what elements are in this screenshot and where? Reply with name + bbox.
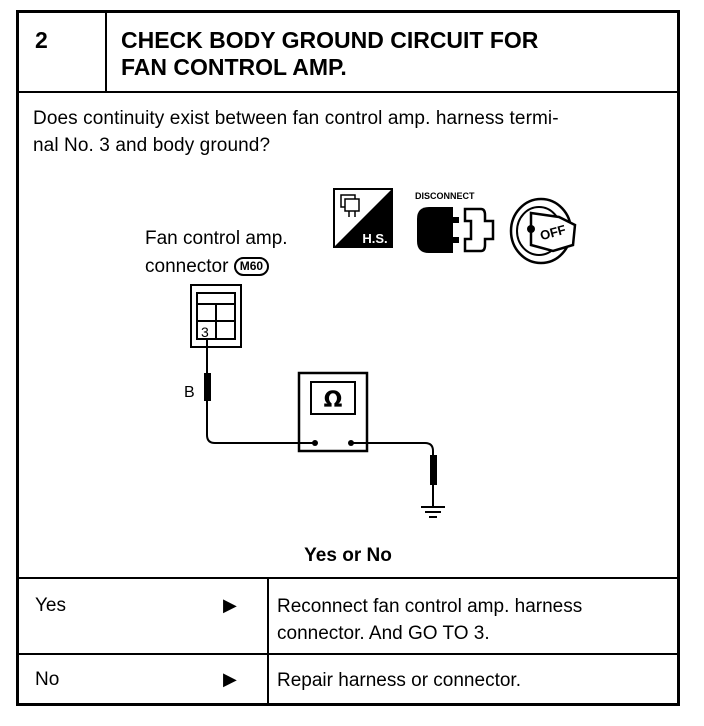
step-title: CHECK BODY GROUND CIRCUIT FOR FAN CONTRO… — [121, 27, 661, 81]
action-no: Repair harness or connector. — [277, 667, 667, 694]
question-text: Does continuity exist between fan contro… — [33, 105, 673, 159]
question-line1: Does continuity exist between fan contro… — [33, 108, 559, 129]
result-prompt: Yes or No — [304, 545, 392, 566]
terminal-number: 3 — [201, 324, 209, 340]
answer-no: No — [35, 669, 60, 690]
action-yes: Reconnect fan control amp. harness conne… — [277, 593, 667, 647]
ground-symbol-icon — [421, 506, 445, 518]
step-title-line1: CHECK BODY GROUND CIRCUIT FOR — [121, 27, 539, 53]
action-yes-line2: connector. And GO TO 3. — [277, 623, 490, 644]
hs-icon-label: H.S. — [362, 231, 387, 246]
connector-label: Fan control amp. connector M60 — [145, 225, 288, 281]
hs-icon — [333, 188, 393, 248]
off-icon-label: OFF — [538, 222, 567, 243]
disconnect-icon-label: DISCONNECT — [415, 191, 475, 201]
question-line2: nal No. 3 and body ground? — [33, 135, 271, 156]
action-no-line1: Repair harness or connector. — [277, 670, 521, 691]
connector-label-line2: connector — [145, 256, 229, 277]
step-number: 2 — [19, 13, 107, 91]
ground-probe-icon — [430, 455, 437, 485]
step-header: 2 CHECK BODY GROUND CIRCUIT FOR FAN CONT… — [19, 13, 677, 93]
connector-id-badge: M60 — [233, 257, 270, 276]
action-yes-line1: Reconnect fan control amp. harness — [277, 596, 583, 617]
disconnect-icon — [417, 207, 495, 253]
connector-label-line1: Fan control amp. — [145, 228, 288, 249]
answer-yes: Yes — [35, 595, 66, 616]
result-row-yes: Yes ▶ Reconnect fan control amp. harness… — [19, 577, 677, 655]
ignition-off-icon — [509, 197, 577, 265]
harness-connector-icon — [190, 284, 242, 348]
arrow-right-icon: ▶ — [223, 595, 237, 615]
wire-color-label: B — [184, 384, 195, 401]
ohm-symbol: Ω — [324, 388, 343, 413]
result-row-no: No ▶ Repair harness or connector. — [19, 653, 677, 705]
circuit-diagram: Fan control amp. connector M60 3 B — [19, 173, 677, 563]
arrow-right-icon: ▶ — [223, 669, 237, 689]
step-title-line2: FAN CONTROL AMP. — [121, 54, 347, 80]
test-probe-icon — [204, 373, 211, 401]
circuit-drawing: 3 B Ω — [184, 188, 577, 518]
procedure-box: 2 CHECK BODY GROUND CIRCUIT FOR FAN CONT… — [16, 10, 680, 706]
